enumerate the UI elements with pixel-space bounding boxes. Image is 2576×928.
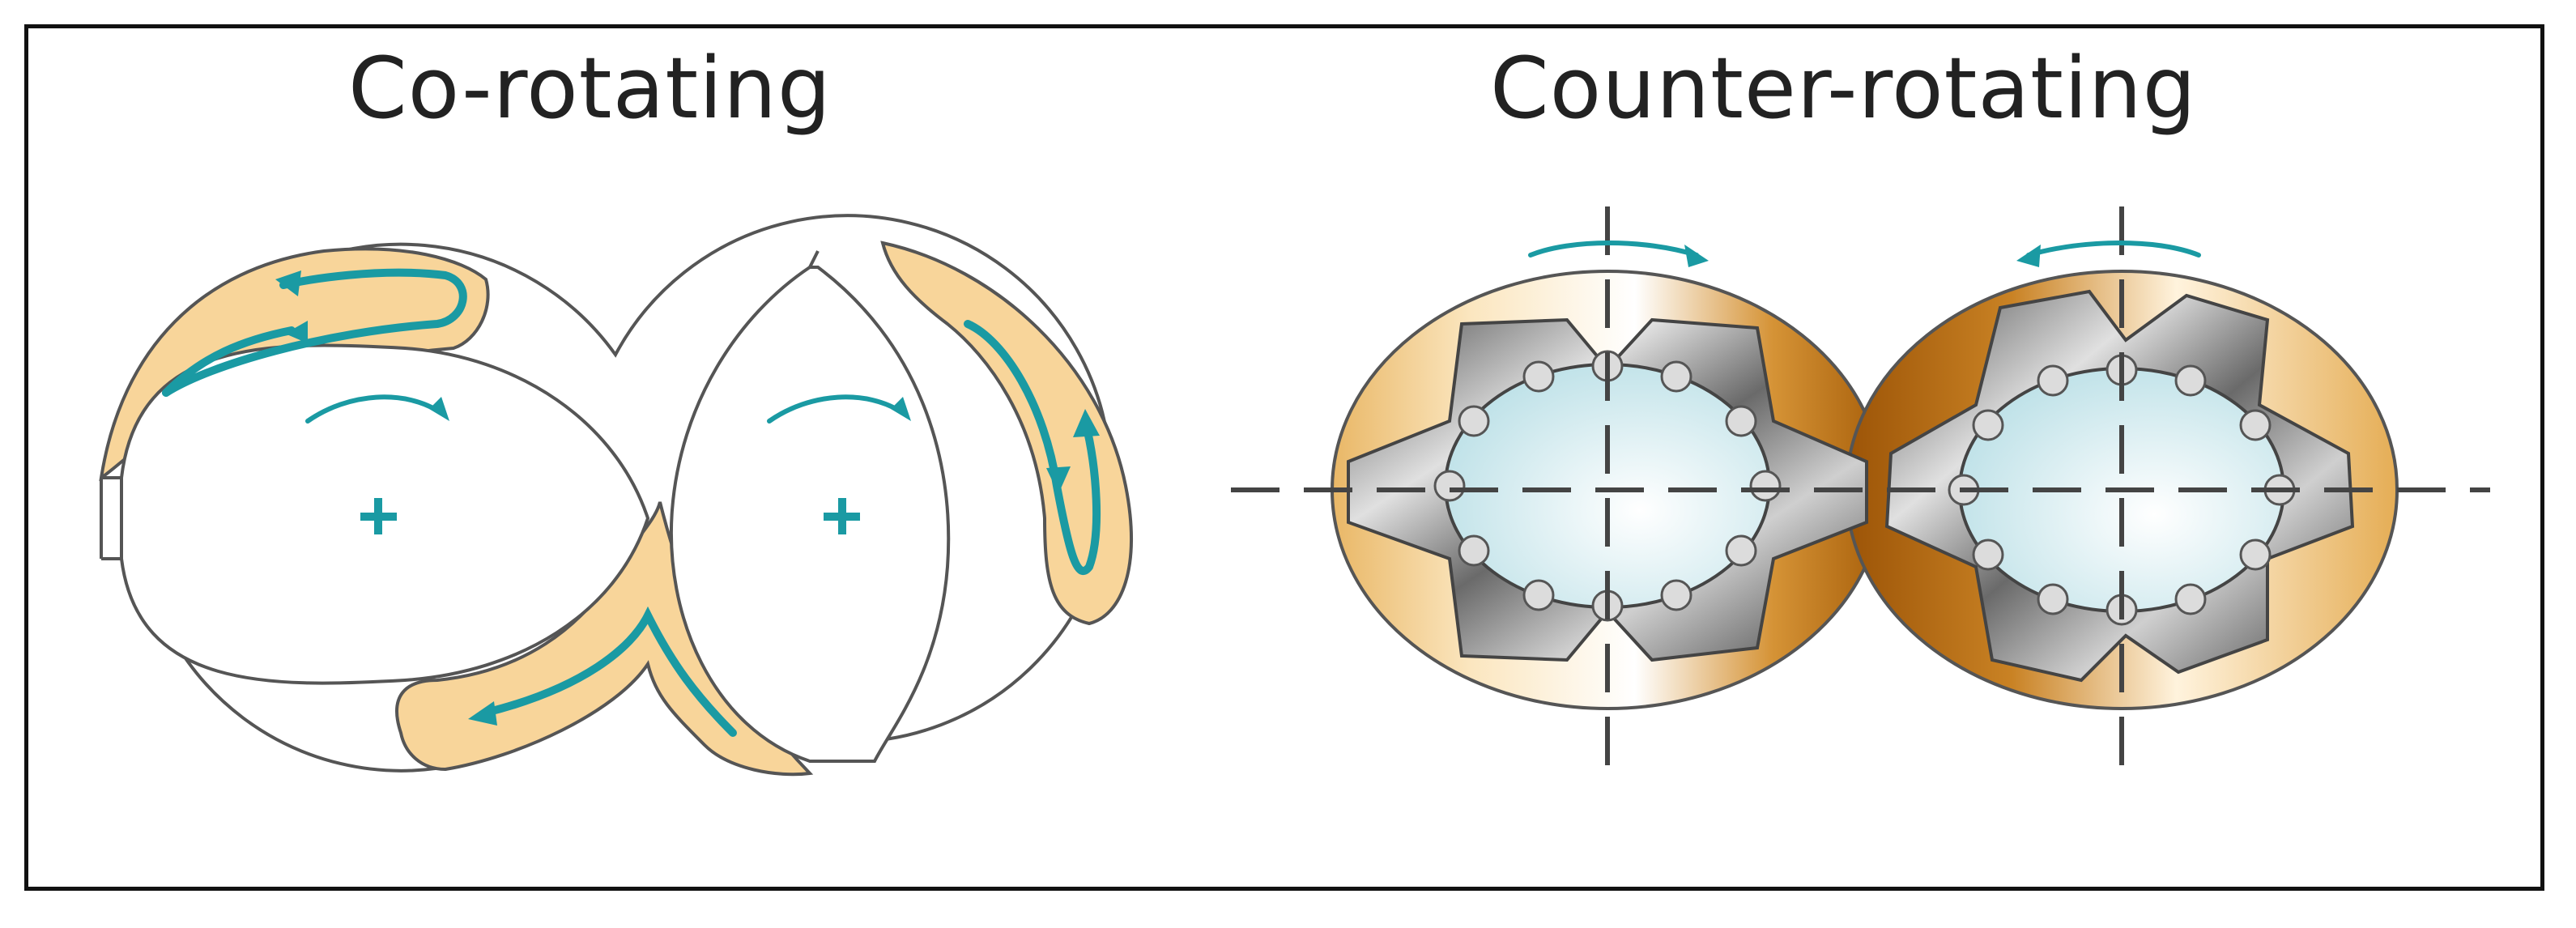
rotation-arrow-left-cw bbox=[1528, 241, 1699, 258]
center-mark-left bbox=[360, 498, 397, 534]
flow-arrow-top-left bbox=[162, 268, 467, 397]
flow-arrowhead bbox=[468, 701, 497, 726]
rotation-arrow-right-ccw bbox=[2026, 241, 2201, 258]
flow-arrowhead bbox=[285, 321, 308, 343]
right-screw bbox=[670, 266, 951, 763]
rotation-arrow-right bbox=[767, 394, 905, 424]
rotation-arrowhead bbox=[1684, 245, 1709, 267]
counter-rotating-diagram bbox=[1231, 206, 2490, 781]
counter-rotating-title: Counter-rotating bbox=[1490, 39, 2197, 138]
rotation-arrowhead bbox=[2016, 245, 2041, 267]
rotation-arrowhead bbox=[891, 397, 911, 421]
flow-arrowhead bbox=[1046, 466, 1071, 494]
flow-arrow-right bbox=[964, 320, 1101, 575]
center-lines bbox=[1231, 206, 2490, 781]
flow-arrow-top-left-inner bbox=[162, 326, 296, 397]
co-rotating-title: Co-rotating bbox=[348, 39, 832, 138]
co-rotating-diagram bbox=[99, 214, 1133, 777]
flow-arrowhead bbox=[275, 270, 301, 296]
rotation-arrowhead bbox=[429, 397, 449, 421]
rotation-arrow-left bbox=[305, 394, 444, 424]
flow-arrowhead bbox=[1073, 409, 1100, 437]
center-mark-right bbox=[824, 498, 860, 534]
flow-arrow-bottom bbox=[482, 606, 737, 737]
